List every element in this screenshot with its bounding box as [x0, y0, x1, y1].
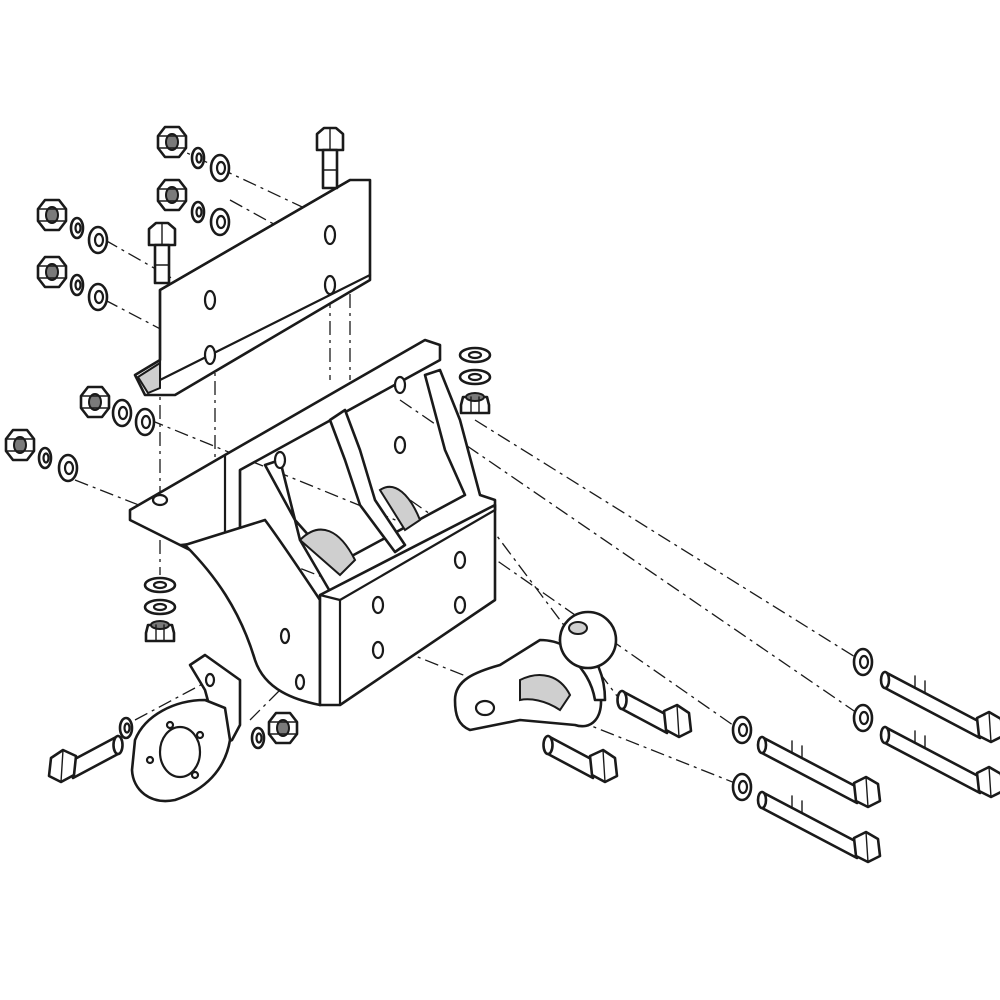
electrical-socket-plate: [130, 653, 242, 803]
tow-ball-coupling: [453, 610, 618, 732]
vehicle-mounting-plate: [133, 178, 372, 397]
tow-bar-main-bracket: [128, 338, 497, 707]
